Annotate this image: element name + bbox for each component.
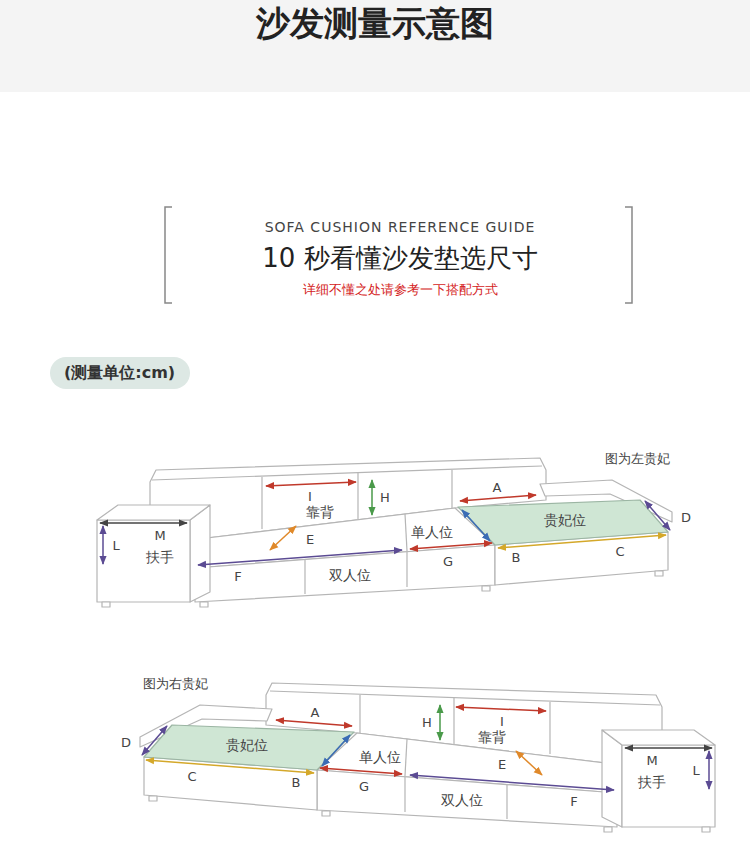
dimension-letter: G [443, 554, 453, 570]
sofa-left-chaise [97, 458, 672, 607]
part-name: 靠背 [478, 729, 506, 746]
part-name: 单人位 [411, 524, 453, 541]
figure-note: 图为右贵妃 [143, 676, 208, 692]
figure-note: 图为左贵妃 [605, 451, 670, 467]
dimension-letter: B [512, 550, 521, 566]
part-name: 单人位 [359, 749, 401, 766]
dimension-letter: M [646, 753, 657, 769]
bracket [625, 207, 632, 303]
dimension-letter: I [308, 489, 312, 505]
part-name: 贵妃位 [544, 512, 586, 529]
dimension-letter: F [570, 794, 577, 810]
dimension-letter: D [121, 735, 131, 751]
dimension-letter: G [359, 779, 369, 795]
dimension-letter: I [500, 714, 504, 730]
part-name: 双人位 [441, 792, 483, 809]
part-name: 双人位 [329, 567, 371, 584]
dimension-letter: M [154, 528, 165, 544]
dimension-letter: A [493, 480, 502, 496]
dimension-letter: H [380, 490, 390, 506]
dimension-letter: A [311, 705, 320, 721]
unit-note: (测量单位:cm) [64, 363, 176, 384]
dimension-letter: L [692, 763, 699, 779]
dimension-letter: E [498, 757, 506, 773]
title-band [0, 0, 750, 92]
dimension-letter: B [292, 775, 301, 791]
dimension-letter: F [234, 569, 241, 585]
part-name: 靠背 [306, 504, 334, 521]
part-name: 扶手 [146, 549, 174, 566]
guide-title: 10 秒看懂沙发垫选尺寸 [262, 243, 537, 274]
dimension-letter: C [187, 769, 196, 785]
dimension-letter: L [112, 538, 119, 554]
dimension-letter: C [615, 544, 624, 560]
dimension-letter: D [681, 510, 691, 526]
dimension-letter: E [306, 532, 314, 548]
dimension-letter: H [422, 715, 432, 731]
page-title: 沙发测量示意图 [0, 0, 750, 46]
bracket [165, 207, 172, 303]
guide-note: 详细不懂之处请参考一下搭配方式 [303, 282, 498, 298]
sofa-right-chaise [140, 683, 715, 832]
guide-heading: SOFA CUSHION REFERENCE GUIDE [265, 219, 536, 236]
unit-pill: (测量单位:cm) [50, 357, 190, 389]
part-name: 贵妃位 [226, 737, 268, 754]
part-name: 扶手 [638, 774, 666, 791]
